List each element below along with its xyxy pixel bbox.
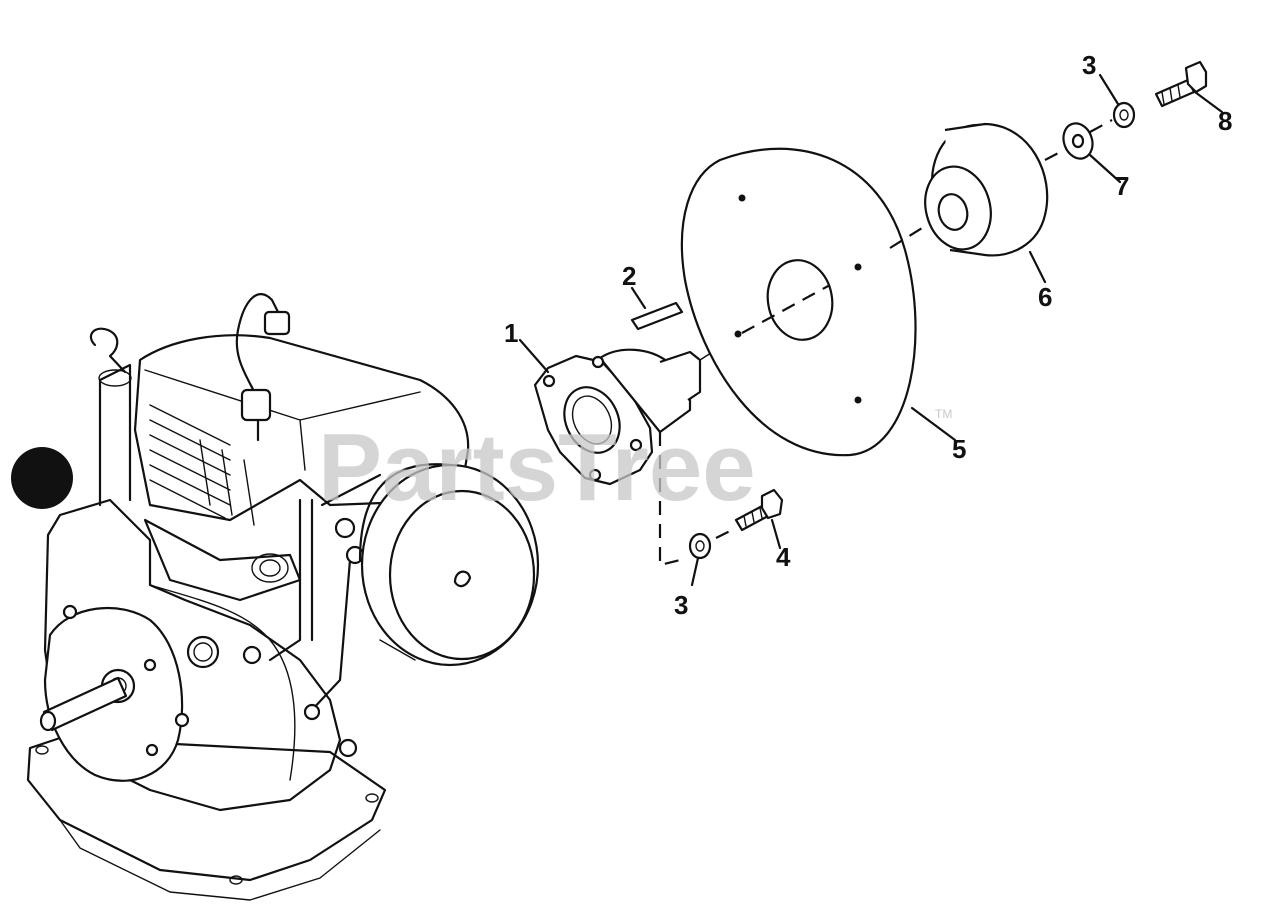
- part-1-bearing-housing: [533, 332, 743, 567]
- callout-7: 7: [1115, 171, 1129, 201]
- part-2-key: [630, 301, 684, 331]
- part-3-lockwasher-upper: [1112, 101, 1136, 129]
- watermark-text: PartsTree: [318, 414, 756, 521]
- part-6-pulley: [924, 122, 1069, 257]
- part-7-washer: [1062, 119, 1113, 160]
- engine-marker-dot: [11, 447, 73, 509]
- engine-illustration: [11, 293, 540, 901]
- part-8-bolt: [1154, 60, 1208, 108]
- part-4-screw: [715, 488, 784, 539]
- callout-2: 2: [622, 261, 636, 291]
- part-3-lockwasher-lower: [688, 532, 712, 560]
- part-5-disc: [680, 147, 936, 457]
- callout-6: 6: [1038, 282, 1052, 312]
- watermark-trademark: TM: [935, 407, 952, 421]
- callout-leaders: [518, 73, 1224, 587]
- callout-4: 4: [776, 542, 791, 572]
- callout-1: 1: [504, 318, 518, 348]
- callout-5: 5: [952, 434, 966, 464]
- callout-8: 8: [1218, 106, 1232, 136]
- callout-3-lower: 3: [674, 590, 688, 620]
- callout-3-upper: 3: [1082, 50, 1096, 80]
